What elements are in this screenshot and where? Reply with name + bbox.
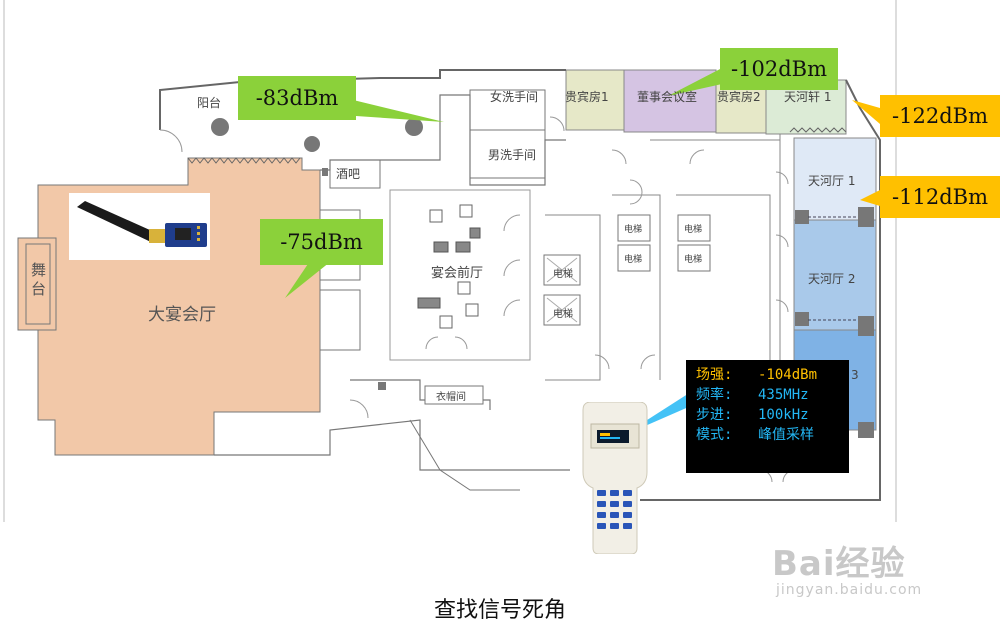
readout-key: 场强: xyxy=(696,367,733,383)
wall-block xyxy=(319,289,361,351)
furniture xyxy=(433,241,449,253)
elevator-shaft xyxy=(617,214,651,242)
furniture xyxy=(469,227,481,239)
room-label-elevator-2: 电梯 xyxy=(553,309,573,320)
transmitter-module-image xyxy=(69,193,210,260)
signal-callout-102: -102dBm xyxy=(720,48,838,90)
room-label-women-restroom: 女洗手间 xyxy=(490,90,539,104)
room-label-balcony: 阳台 xyxy=(197,96,222,110)
room-label-vip-room-1: 贵宾房1 xyxy=(565,90,609,104)
corridor-wall xyxy=(612,194,661,380)
wall-outline xyxy=(409,419,520,491)
furniture xyxy=(439,315,453,329)
furniture xyxy=(455,241,471,253)
readout-value: -104dBm xyxy=(758,367,818,383)
room-label-men-restroom: 男洗手间 xyxy=(488,148,537,162)
callout-pointer xyxy=(852,100,880,124)
readout-row-step: 步进: 100kHz xyxy=(696,405,849,425)
room-label-board-room: 董事会议室 xyxy=(637,90,698,104)
room-label-vip-room-2: 贵宾房2 xyxy=(717,90,761,104)
elevator-shaft xyxy=(677,244,711,272)
column xyxy=(858,422,874,438)
column xyxy=(378,382,386,390)
room-label-grand-hall: 大宴会厅 xyxy=(148,305,216,325)
readout-row-mode: 模式: 峰值采样 xyxy=(696,425,849,445)
elevator-shaft xyxy=(617,244,651,272)
readout-row-field-strength: 场强: -104dBm xyxy=(696,365,849,385)
column xyxy=(795,312,809,326)
readout-value: 峰值采样 xyxy=(758,427,814,443)
corridor-wall xyxy=(676,194,771,360)
room-label-banquet-lobby: 宴会前厅 xyxy=(431,266,484,281)
furniture xyxy=(429,209,443,223)
corridor-wall xyxy=(545,214,601,381)
readout-key: 频率: xyxy=(696,387,733,403)
column xyxy=(795,210,809,224)
railing xyxy=(789,127,847,133)
room-label-elevator-4: 电梯 xyxy=(624,255,643,265)
railing xyxy=(187,157,301,164)
round-column xyxy=(304,136,320,152)
wall-outline xyxy=(350,379,491,410)
elevator-shaft xyxy=(543,254,581,286)
room-label-tianhe-hall-1: 天河厅 1 xyxy=(808,174,856,188)
furniture xyxy=(465,303,479,317)
callout-pointer xyxy=(345,98,444,122)
signal-meter-device xyxy=(577,401,653,555)
elevator-shaft xyxy=(677,214,711,242)
round-column xyxy=(405,118,423,136)
readout-key: 模式: xyxy=(696,427,733,443)
baidu-jingyan-watermark: Bai经验 jingyan.baidu.com xyxy=(764,522,950,602)
stage-inner xyxy=(25,243,51,325)
readout-value: 435MHz xyxy=(758,387,809,403)
room-label-tianhe-hall-3: 3 xyxy=(851,368,859,382)
furniture xyxy=(417,297,441,309)
elevator-shaft xyxy=(543,294,581,326)
tianhe-hall-2-area xyxy=(793,219,877,331)
bar-room xyxy=(329,159,381,189)
wall-outline xyxy=(159,69,566,130)
column xyxy=(858,316,874,336)
readout-value: 100kHz xyxy=(758,407,809,423)
cloakroom-box xyxy=(424,385,484,405)
signal-callout-122: -122dBm xyxy=(880,95,1000,137)
wall-outline xyxy=(640,79,881,501)
column xyxy=(322,168,328,176)
watermark-url: jingyan.baidu.com xyxy=(776,582,923,598)
furniture xyxy=(457,281,471,295)
room-label-stage: 舞台 xyxy=(29,262,47,300)
callout-pointer xyxy=(860,190,880,206)
furniture xyxy=(459,204,473,218)
room-label-elevator-3: 电梯 xyxy=(624,225,643,235)
signal-callout-112: -112dBm xyxy=(880,176,1000,218)
round-column xyxy=(211,118,229,136)
readout-row-frequency: 频率: 435MHz xyxy=(696,385,849,405)
room-label-cloakroom: 衣帽间 xyxy=(436,392,466,403)
antenna-shape xyxy=(77,201,161,243)
room-label-bar: 酒吧 xyxy=(336,167,361,181)
lobby-outline xyxy=(389,189,531,361)
tianhe-hall-1-area xyxy=(793,137,877,221)
wall-block xyxy=(469,129,546,179)
room-label-tianhe-hall-2: 天河厅 2 xyxy=(808,272,856,286)
readout-key: 步进: xyxy=(696,407,733,423)
meter-readout-display: 场强: -104dBm 频率: 435MHz 步进: 100kHz 模式: 峰值采样 xyxy=(686,360,849,473)
watermark-brand: Bai经验 xyxy=(772,544,906,584)
room-label-elevator-1: 电梯 xyxy=(553,269,573,280)
column xyxy=(858,207,874,227)
wall-outline xyxy=(214,419,570,471)
room-label-elevator-5: 电梯 xyxy=(684,225,703,235)
page-caption: 查找信号死角 xyxy=(433,598,566,623)
room-label-tianhe-top: 天河轩 1 xyxy=(784,90,832,104)
signal-callout-75: -75dBm xyxy=(260,219,383,265)
signal-callout-83: -83dBm xyxy=(238,76,356,120)
room-label-elevator-6: 电梯 xyxy=(684,255,703,265)
